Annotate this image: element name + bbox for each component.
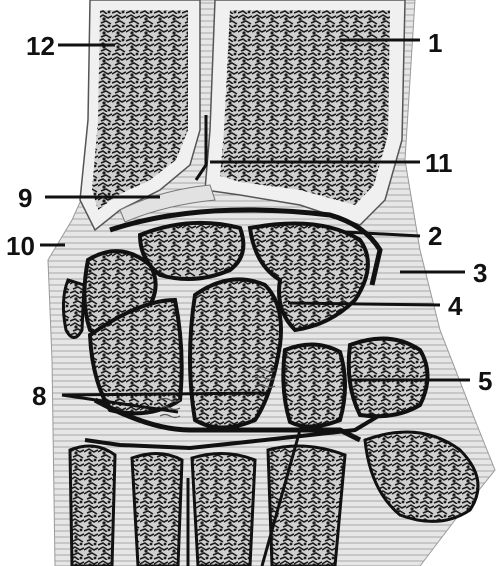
label-4: 4 bbox=[448, 291, 463, 321]
trapezoid-bone bbox=[283, 344, 345, 426]
metacarpal-fifth bbox=[70, 446, 115, 566]
label-10: 10 bbox=[6, 231, 35, 261]
pisiform-bone bbox=[63, 280, 84, 338]
label-12: 12 bbox=[26, 31, 55, 61]
label-9: 9 bbox=[18, 183, 32, 213]
label-1: 1 bbox=[428, 28, 442, 58]
label-3: 3 bbox=[473, 258, 487, 288]
label-5: 5 bbox=[478, 366, 492, 396]
leader-line-8b bbox=[62, 393, 268, 395]
trapezium-bone bbox=[349, 339, 428, 417]
label-2: 2 bbox=[428, 221, 442, 251]
metacarpal-fourth bbox=[132, 453, 182, 566]
label-8: 8 bbox=[32, 381, 46, 411]
metacarpal-third bbox=[192, 453, 255, 566]
label-11: 11 bbox=[425, 148, 453, 178]
leader-line-4 bbox=[288, 303, 440, 305]
lunate-bone bbox=[140, 223, 243, 279]
